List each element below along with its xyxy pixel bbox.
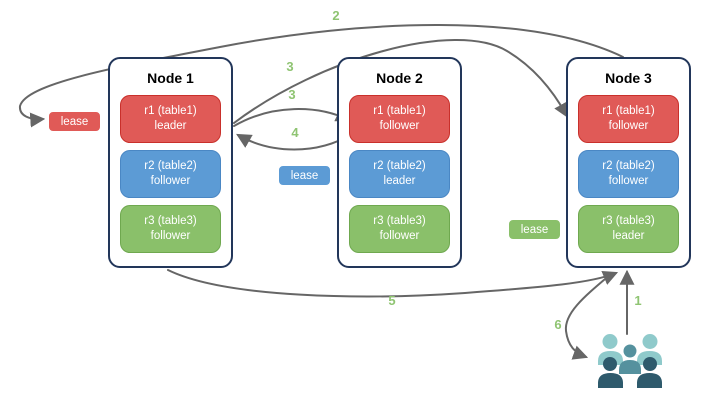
node-2-title: Node 2 bbox=[376, 70, 423, 86]
replica-role: follower bbox=[608, 120, 649, 132]
node-2-replica-r3: r3 (table3) follower bbox=[349, 205, 450, 253]
replica-label: r3 (table3) bbox=[602, 215, 655, 228]
replica-label: r1 (table1) bbox=[373, 105, 426, 118]
step-label-4: 4 bbox=[291, 125, 299, 140]
users-group-icon bbox=[598, 334, 662, 388]
replica-label: r2 (table2) bbox=[602, 160, 655, 173]
node-3: Node 3 r1 (table1) follower r2 (table2) … bbox=[566, 57, 691, 268]
arrow-step-6-node3-to-users bbox=[564, 273, 612, 360]
replica-label: r1 (table1) bbox=[602, 105, 655, 118]
replica-role: follower bbox=[379, 230, 420, 242]
replica-role: follower bbox=[150, 230, 191, 242]
node-1-replica-r3: r3 (table3) follower bbox=[120, 205, 221, 253]
replica-role: follower bbox=[379, 120, 420, 132]
step-label-6: 6 bbox=[554, 317, 562, 332]
node-2-replica-r2: r2 (table2) leader bbox=[349, 150, 450, 198]
replica-label: r3 (table3) bbox=[373, 215, 426, 228]
arrow-step-3-node1-to-node2 bbox=[233, 107, 352, 127]
replica-role: leader bbox=[383, 175, 416, 187]
replica-role: follower bbox=[150, 175, 191, 187]
node-3-title: Node 3 bbox=[605, 70, 652, 86]
person-icon bbox=[637, 334, 662, 365]
node-1: Node 1 r1 (table1) leader r2 (table2) fo… bbox=[108, 57, 233, 268]
lease-badge-table1: lease bbox=[48, 111, 101, 132]
replica-role: leader bbox=[612, 230, 645, 242]
replica-label: r3 (table3) bbox=[144, 215, 197, 228]
replica-label: r2 (table2) bbox=[144, 160, 197, 173]
person-icon bbox=[598, 357, 623, 388]
step-label-3a: 3 bbox=[286, 59, 294, 74]
replica-label: r2 (table2) bbox=[373, 160, 426, 173]
node-1-replica-r2: r2 (table2) follower bbox=[120, 150, 221, 198]
step-label-5: 5 bbox=[388, 293, 396, 308]
node-2: Node 2 r1 (table1) follower r2 (table2) … bbox=[337, 57, 462, 268]
person-icon bbox=[637, 357, 662, 388]
person-icon bbox=[598, 334, 623, 365]
replica-role: leader bbox=[154, 120, 187, 132]
replica-label: r1 (table1) bbox=[144, 105, 197, 118]
node-3-replica-r1: r1 (table1) follower bbox=[578, 95, 679, 143]
lease-badge-table3: lease bbox=[508, 219, 561, 240]
node-3-replica-r2: r2 (table2) follower bbox=[578, 150, 679, 198]
lease-badge-table2: lease bbox=[278, 165, 331, 186]
node-2-replica-r1: r1 (table1) follower bbox=[349, 95, 450, 143]
node-3-replica-r3: r3 (table3) leader bbox=[578, 205, 679, 253]
replica-role: follower bbox=[608, 175, 649, 187]
person-icon bbox=[619, 344, 641, 374]
node-1-title: Node 1 bbox=[147, 70, 194, 86]
step-label-1: 1 bbox=[634, 293, 642, 308]
step-label-3b: 3 bbox=[288, 87, 296, 102]
step-label-2: 2 bbox=[332, 8, 340, 23]
node-1-replica-r1: r1 (table1) leader bbox=[120, 95, 221, 143]
